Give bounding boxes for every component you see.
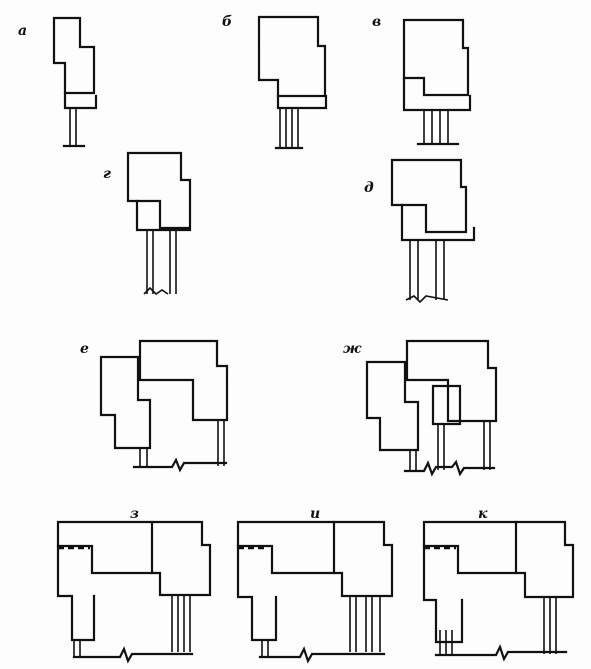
frame-posts (171, 596, 191, 652)
frame-posts (146, 230, 177, 294)
frame-posts (423, 110, 449, 143)
base-line-break (434, 644, 568, 662)
frame-post-left (73, 640, 81, 656)
panel-b: б (222, 14, 328, 150)
panel-d: д (364, 158, 476, 304)
inner-sash (400, 203, 476, 242)
frame-posts (439, 597, 557, 654)
sash-outline (390, 158, 468, 234)
frame-post (69, 108, 77, 145)
frame-post-left (261, 640, 269, 656)
left-sash (365, 360, 420, 452)
base-line-break (403, 459, 496, 477)
sash-outline (402, 18, 470, 97)
sill-block (63, 91, 98, 110)
panel-v: в (372, 14, 472, 146)
sill-block (402, 76, 472, 112)
frame-posts (409, 240, 445, 300)
frame-posts (279, 108, 299, 147)
upper-sash (236, 520, 394, 598)
panel-k: к (422, 506, 575, 662)
panel-g: г (103, 151, 192, 296)
left-sash (422, 544, 464, 644)
panel-label-zh: ж (343, 341, 362, 357)
inner-sash (135, 199, 192, 232)
sash-outline (257, 15, 327, 98)
frame-posts (349, 597, 381, 652)
sash-outline (126, 151, 192, 230)
panel-label-i: и (310, 506, 320, 522)
frame-posts (139, 420, 225, 466)
upper-sash (56, 520, 212, 597)
base-line-break (258, 646, 386, 664)
panel-label-e: е (80, 341, 89, 357)
panel-label-k: к (478, 506, 488, 522)
inner-sash (431, 384, 462, 426)
left-sash (99, 355, 152, 450)
base-line-break (132, 457, 228, 473)
frame-posts (409, 421, 491, 470)
panel-i: и (236, 506, 394, 664)
panel-label-a: а (18, 23, 27, 39)
left-sash (236, 544, 278, 642)
sill-block (276, 94, 328, 110)
panel-zh: ж (343, 339, 498, 477)
upper-sash (138, 339, 229, 422)
panel-label-v: в (372, 14, 381, 30)
panel-e: е (80, 339, 229, 473)
break-mark (405, 295, 449, 304)
panel-label-b: б (222, 14, 232, 30)
panel-z: з (56, 506, 212, 664)
panel-label-d: д (364, 180, 374, 196)
panel-label-z: з (130, 506, 139, 522)
panel-label-g: г (103, 166, 111, 182)
left-sash (56, 544, 96, 642)
upper-sash (405, 339, 498, 423)
sash-outline (52, 16, 96, 95)
base-line-break (72, 646, 194, 664)
upper-sash (422, 520, 575, 599)
panel-a: а (18, 16, 98, 148)
break-mark (143, 286, 169, 296)
